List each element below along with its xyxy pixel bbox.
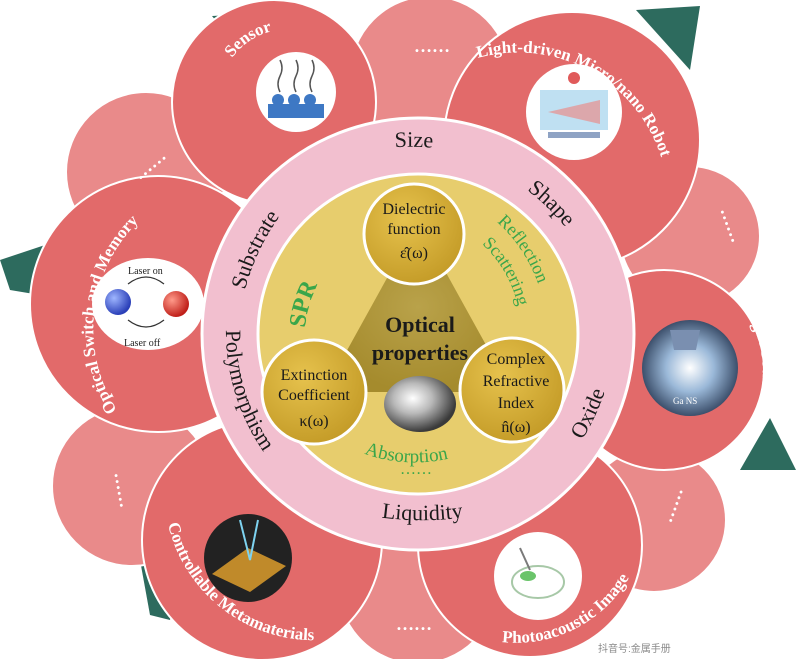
refractive-line3: Index [498,395,534,412]
watermark-text: 抖音号:金属手册 [598,644,671,655]
dielectric-line1: Dielectric [382,201,445,218]
dots-top: …… [414,36,450,56]
core-ellipsis: …… [400,461,432,478]
dielectric-line2: function [387,221,440,238]
laser-off-label: Laser off [124,338,161,349]
refractive-line2: Refractive [483,373,550,390]
laser-on-label: Laser on [128,266,163,277]
extinction-symbol: κ(ω) [299,413,328,430]
refractive-symbol: n̂(ω) [501,419,530,436]
node-dielectric: Dielectric function ε̂(ω) [362,182,466,286]
dielectric-symbol: ε̂(ω) [400,245,428,262]
ring-liquidity: Liquidity [381,498,464,526]
refractive-line1: Complex [487,351,546,368]
center-title: Optical properties [372,312,469,365]
photoacoustic-inset [494,532,582,620]
node-refractive: Complex Refractive Index n̂(ω) [458,336,566,444]
optical-core [324,222,512,432]
title-line-1: Optical [385,312,455,337]
robot-inset [526,64,622,160]
extinction-line2: Coefficient [278,387,350,404]
ring-size: Size [394,127,434,153]
extinction-line1: Extinction [281,367,348,384]
title-line-2: properties [372,340,469,365]
metamaterials-inset [204,514,292,602]
ga-ns-label: Ga NS [673,396,697,406]
light-source-inset: Ga NS [642,320,738,416]
sensor-inset [256,52,336,132]
dots-bottom: …… [396,614,432,634]
optical-switch-inset: Laser on Laser off [92,258,204,350]
node-extinction: Extinction Coefficient κ(ω) [260,338,368,446]
